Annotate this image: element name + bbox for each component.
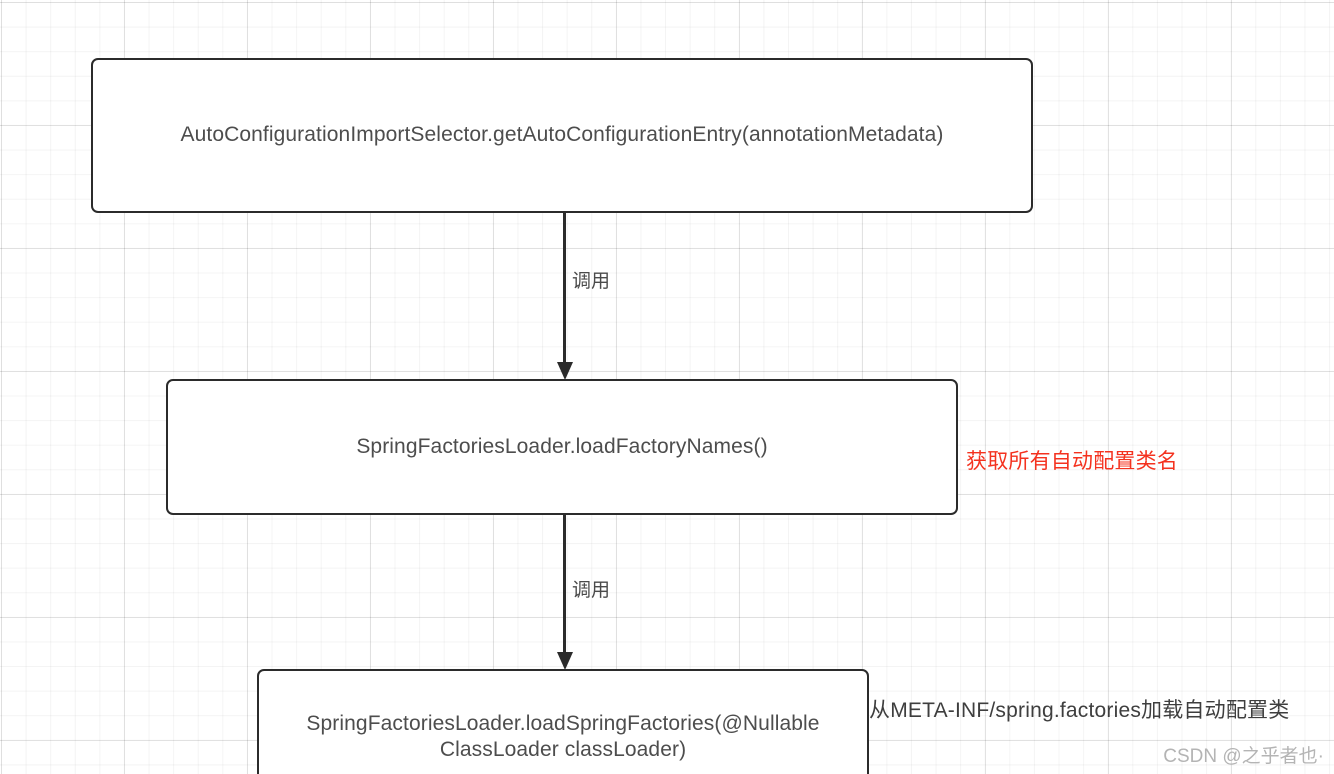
flow-node-load-spring-factories[interactable]: SpringFactoriesLoader.loadSpringFactorie…: [257, 669, 869, 774]
edge-label: 调用: [572, 271, 611, 292]
flow-node-auto-configuration-import-selector[interactable]: AutoConfigurationImportSelector.getAutoC…: [91, 58, 1033, 213]
watermark: CSDN @之乎者也·: [1163, 746, 1324, 767]
annotation-load-from-spring-factories: 从META-INF/spring.factories加载自动配置类: [869, 699, 1290, 722]
node-label: SpringFactoriesLoader.loadSpringFactorie…: [306, 711, 820, 761]
node-label: SpringFactoriesLoader.loadFactoryNames(): [356, 434, 768, 458]
edge-line: [563, 515, 566, 653]
edge-line: [563, 213, 566, 363]
arrowhead-icon: [556, 652, 573, 670]
annotation-get-all-auto-config-class-names: 获取所有自动配置类名: [966, 450, 1178, 473]
arrowhead-icon: [556, 362, 573, 380]
node-label: AutoConfigurationImportSelector.getAutoC…: [180, 123, 944, 147]
edge-label: 调用: [572, 580, 611, 601]
flow-node-load-factory-names[interactable]: SpringFactoriesLoader.loadFactoryNames(): [166, 379, 958, 515]
